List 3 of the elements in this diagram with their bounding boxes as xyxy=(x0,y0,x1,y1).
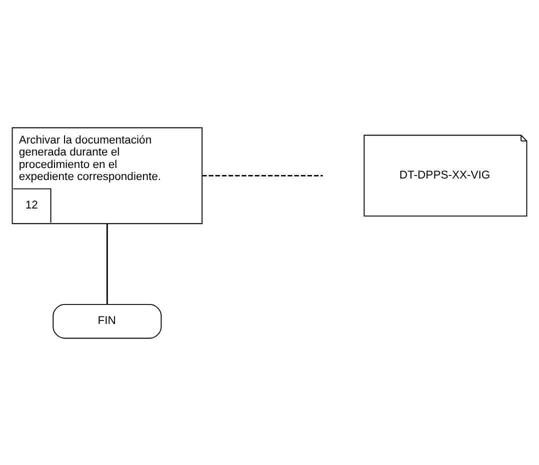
connector xyxy=(202,174,323,176)
node-box: FIN xyxy=(52,303,162,338)
connector xyxy=(106,223,108,304)
